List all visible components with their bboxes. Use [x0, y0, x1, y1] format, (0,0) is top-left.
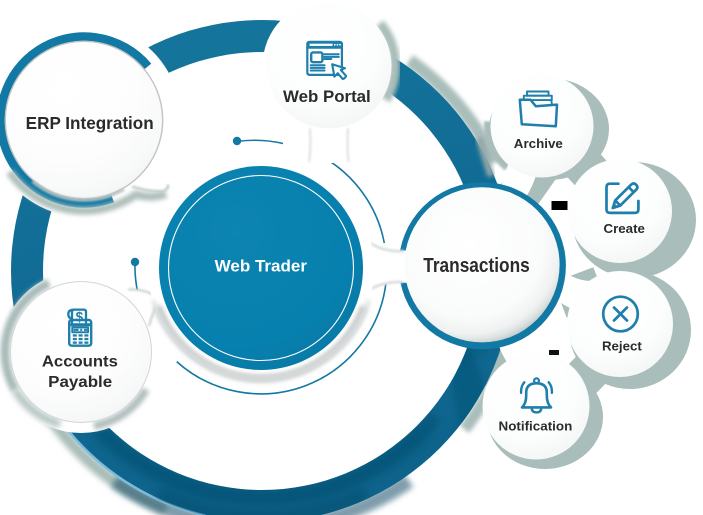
svg-text:ERP Integration: ERP Integration — [26, 114, 154, 133]
svg-text:Archive: Archive — [514, 136, 563, 151]
svg-text:Notification: Notification — [499, 418, 573, 433]
svg-text:Accounts: Accounts — [42, 354, 118, 371]
svg-text:Reject: Reject — [602, 339, 642, 354]
svg-text:Web Trader: Web Trader — [215, 257, 308, 275]
svg-text:Create: Create — [604, 221, 645, 236]
svg-text:Payable: Payable — [48, 374, 112, 391]
svg-text:$: $ — [76, 310, 84, 325]
svg-text:Transactions: Transactions — [423, 255, 530, 277]
svg-text:Web Portal: Web Portal — [283, 87, 371, 106]
